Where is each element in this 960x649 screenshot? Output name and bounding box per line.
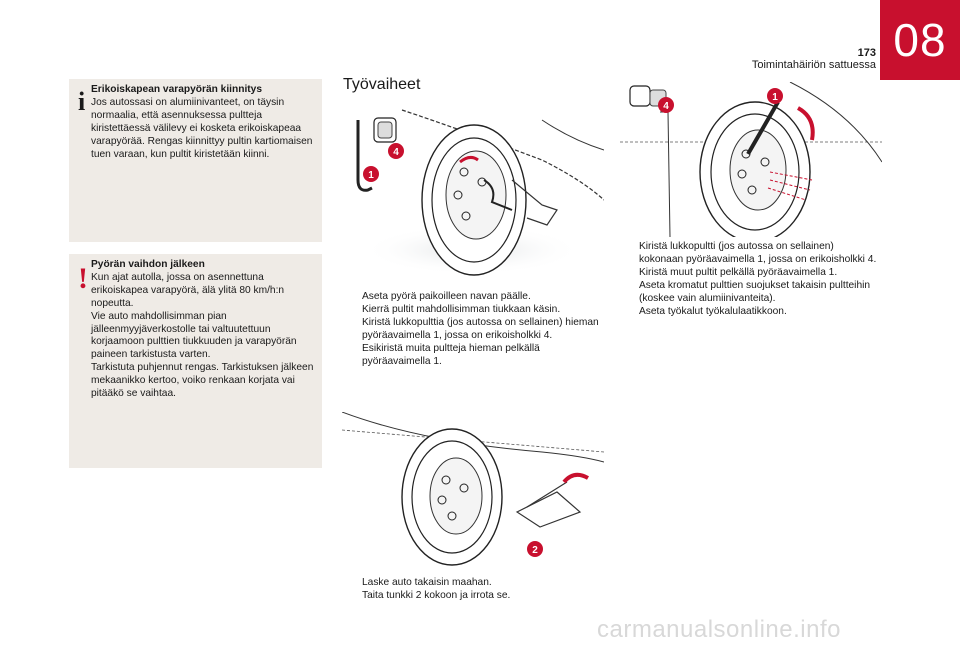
info-box-content: Erikoiskapean varapyörän kiinnitys Jos a… [91, 84, 317, 161]
illustration-fit-wheel: 4 1 [356, 109, 604, 276]
page-number: 173 [857, 47, 876, 59]
info-box-text: Jos autossasi on alumiinivanteet, on täy… [91, 96, 313, 160]
callout-4-label: 4 [663, 101, 669, 112]
info-box-title: Erikoiskapean varapyörän kiinnitys [91, 84, 262, 95]
list-item: Aseta pyörä paikoilleen navan päälle. [344, 291, 606, 304]
steps-list-1: Aseta pyörä paikoilleen navan päälle. Ki… [344, 291, 606, 368]
list-item: Kierrä pultit mahdollisimman tiukkaan kä… [344, 304, 606, 317]
section-title: Työvaiheet [343, 76, 421, 93]
info-icon: i [78, 87, 86, 116]
step-text: Esikiristä muita pultteja hieman pelkäll… [362, 342, 540, 367]
chapter-title: Toimintahäiriön sattuessa [751, 59, 876, 71]
list-item: Kiristä lukkopulttia (jos autossa on sel… [344, 317, 606, 343]
steps-list-3: Kiristä lukkopultti (jos autossa on sell… [621, 241, 879, 318]
step-text: Kiristä lukkopultti (jos autossa on sell… [639, 241, 877, 265]
step-text: Taita tunkki 2 kokoon ja irrota se. [362, 589, 511, 601]
warning-paragraph: Tarkistuta puhjennut rengas. Tarkistukse… [91, 362, 314, 400]
steps-list-2: Laske auto takaisin maahan. Taita tunkki… [344, 577, 606, 603]
callout-1-label: 1 [368, 170, 374, 181]
callout-4: 4 [658, 97, 674, 113]
step-text: Kiristä lukkopulttia (jos autossa on sel… [362, 316, 599, 341]
warning-box-content: Pyörän vaihdon jälkeen Kun ajat autolla,… [91, 259, 317, 401]
list-item: Aseta työkalut työkalulaatikkoon. [621, 306, 879, 319]
illustration-tighten-bolts: 4 1 [620, 82, 882, 237]
callout-2: 2 [527, 541, 543, 557]
list-item: Taita tunkki 2 kokoon ja irrota se. [344, 590, 606, 603]
step-text: Kiristä muut pultit pelkällä pyöräavaime… [639, 266, 838, 278]
callout-1-label: 1 [772, 92, 778, 103]
info-box: i Erikoiskapean varapyörän kiinnitys Jos… [69, 79, 322, 242]
step-text: Aseta kromatut pulttien suojukset takais… [639, 279, 871, 304]
warning-icon: ! [78, 262, 88, 295]
step-text: Laske auto takaisin maahan. [362, 577, 492, 588]
watermark: carmanualsonline.info [597, 616, 841, 643]
callout-4: 4 [388, 143, 404, 159]
callout-4-label: 4 [393, 147, 399, 158]
warning-box: ! Pyörän vaihdon jälkeen Kun ajat autoll… [69, 254, 322, 468]
callout-2-label: 2 [532, 545, 538, 556]
step-text: Kierrä pultit mahdollisimman tiukkaan kä… [362, 303, 561, 315]
step-text: Aseta työkalut työkalulaatikkoon. [639, 305, 787, 317]
list-item: Aseta kromatut pulttien suojukset takais… [621, 280, 879, 306]
list-item: Kiristä lukkopultti (jos autossa on sell… [621, 241, 879, 267]
warning-paragraph: Kun ajat autolla, jossa on asennettuna e… [91, 271, 285, 309]
list-item: Laske auto takaisin maahan. [344, 577, 606, 590]
list-item: Kiristä muut pultit pelkällä pyöräavaime… [621, 267, 879, 280]
callout-1: 1 [767, 88, 783, 104]
illustration-lower-car: 2 [342, 412, 604, 566]
warning-box-title: Pyörän vaihdon jälkeen [91, 259, 205, 270]
warning-paragraph: Vie auto mahdollisimman pian jälleenmyyj… [91, 310, 297, 361]
step-text: Aseta pyörä paikoilleen navan päälle. [362, 291, 531, 302]
chapter-number-tab: 08 [880, 0, 960, 80]
list-item: Esikiristä muita pultteja hieman pelkäll… [344, 343, 606, 369]
callout-1: 1 [363, 166, 379, 182]
